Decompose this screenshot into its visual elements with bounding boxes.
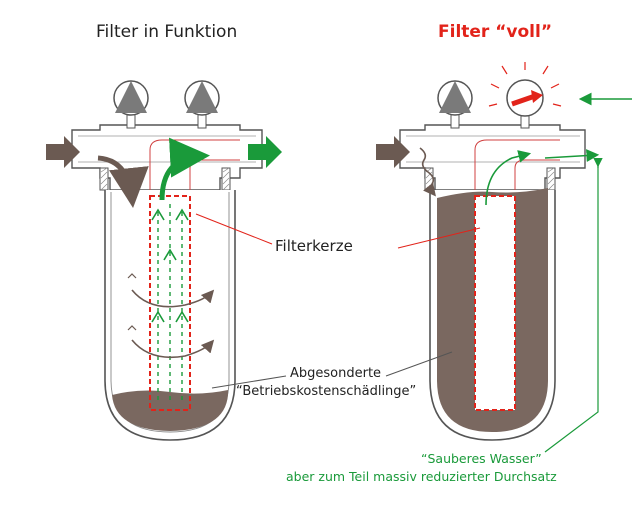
right-panel-title: Filter “voll” xyxy=(438,22,552,42)
left-panel-title: Filter in Funktion xyxy=(96,22,238,42)
sauberes-wasser-label: “Sauberes Wasser” xyxy=(421,451,542,466)
leader-lines xyxy=(195,213,481,389)
right-filter xyxy=(376,62,632,453)
right-gauge-alert xyxy=(488,62,562,129)
left-contaminant-arrow-2 xyxy=(131,339,215,359)
right-outlet-green-arrow xyxy=(485,150,532,206)
right-inflow-arrow xyxy=(419,147,436,197)
left-contaminant-arrow-1 xyxy=(131,289,215,308)
left-cartridge-flow xyxy=(157,200,183,400)
sauberes-bracket xyxy=(544,157,603,453)
left-filter-bowl xyxy=(104,190,236,441)
left-inflow-arrow xyxy=(97,155,149,208)
alarm-rays xyxy=(488,62,562,107)
left-gauge-1 xyxy=(113,80,149,129)
betriebskostenschaedlinge-label: “Betriebskostenschädlinge” xyxy=(236,384,417,399)
right-filter-head xyxy=(399,124,586,196)
left-outlet-green-arrow xyxy=(159,137,210,201)
left-outlet-arrow xyxy=(248,136,282,168)
left-inlet-arrow xyxy=(46,136,80,168)
left-filter xyxy=(46,80,282,441)
right-filter-cartridge xyxy=(474,195,516,411)
filterkerze-label: Filterkerze xyxy=(275,237,353,255)
abgesonderte-label: Abgesonderte xyxy=(290,366,382,381)
right-inlet-arrow xyxy=(376,136,410,168)
left-gauge-2 xyxy=(184,80,220,129)
durchsatz-label: aber zum Teil massiv reduzierter Durchsa… xyxy=(286,469,557,484)
right-gauge-1 xyxy=(437,80,473,129)
